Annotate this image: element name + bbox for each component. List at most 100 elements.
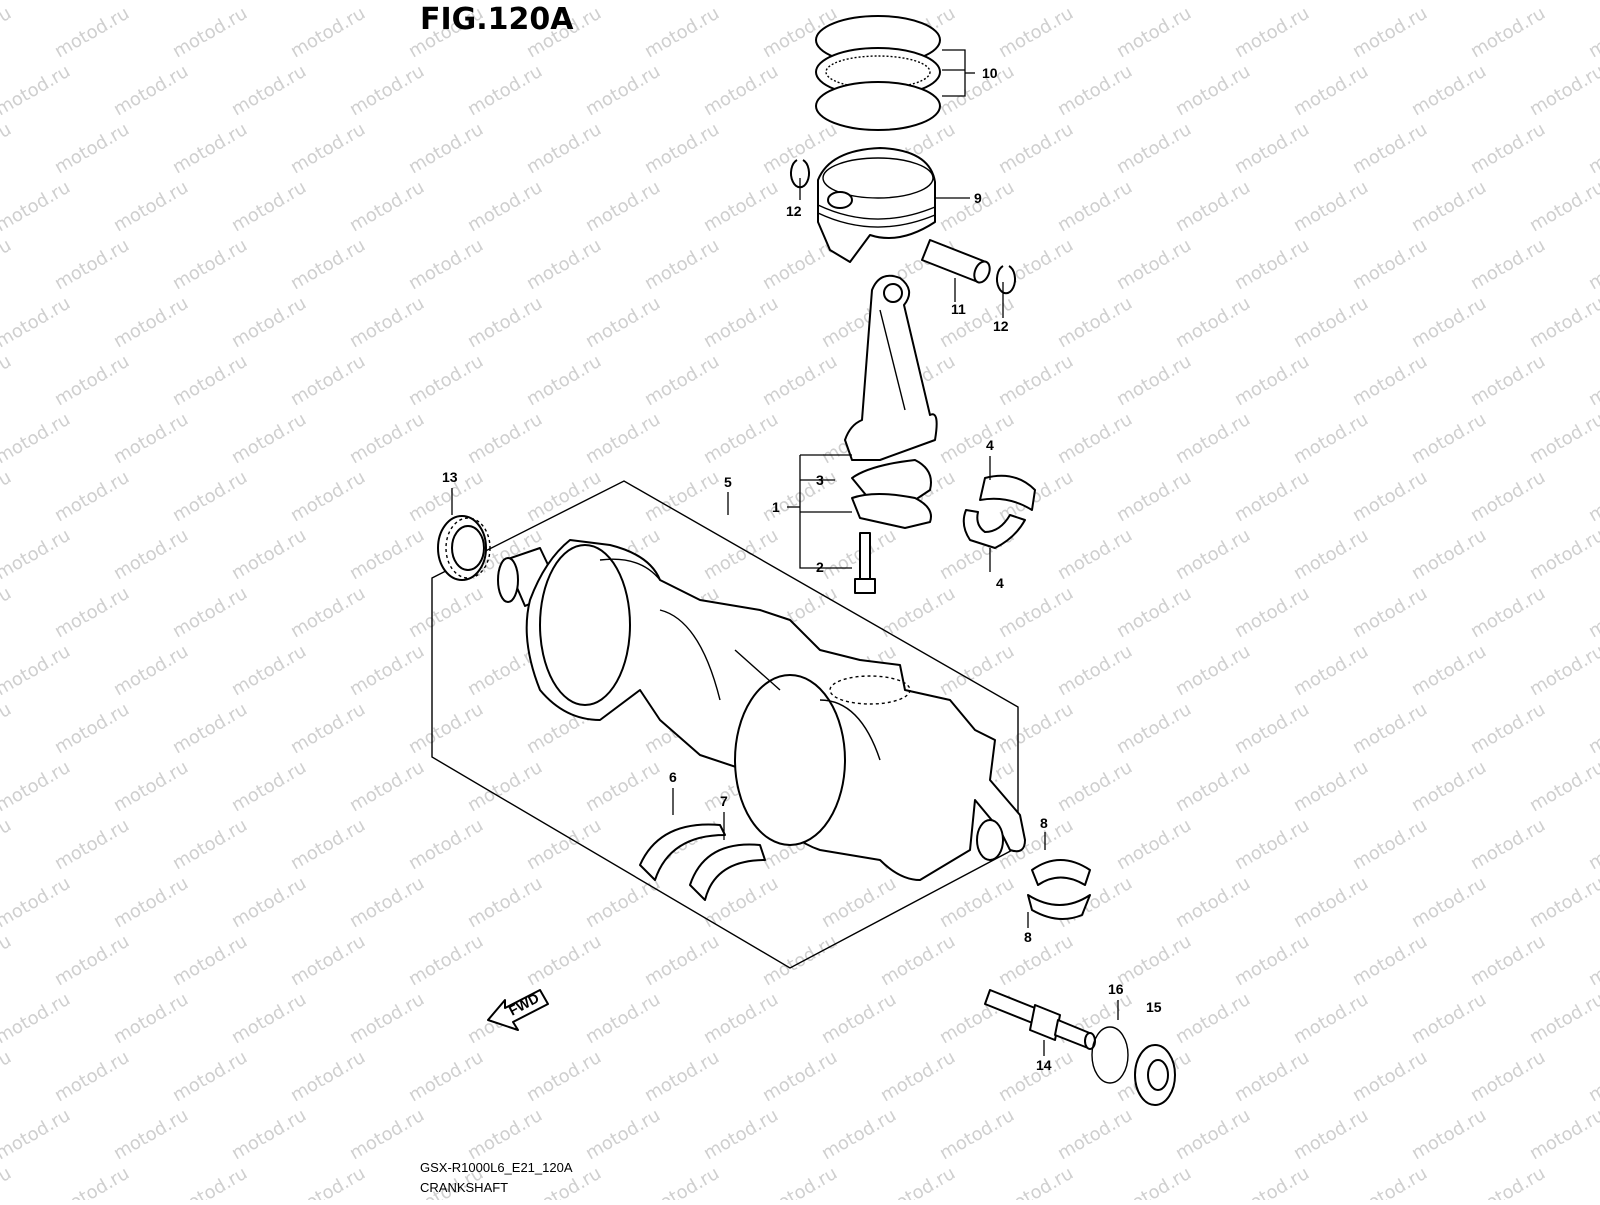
watermark-text: motod.ru (287, 931, 369, 990)
watermark-text: motod.ru (936, 641, 1018, 700)
watermark-text: motod.ru (1526, 873, 1600, 932)
watermark-text: motod.ru (464, 873, 546, 932)
callout-14: 14 (1036, 1057, 1052, 1073)
watermark-text: motod.ru (877, 1163, 959, 1200)
watermark-text: motod.ru (641, 235, 723, 294)
watermark-text: motod.ru (1349, 931, 1431, 990)
watermark-text: motod.ru (582, 989, 664, 1048)
watermark-text: motod.ru (995, 1047, 1077, 1106)
circlip-right (996, 265, 1016, 295)
watermark-text: motod.ru (1526, 989, 1600, 1048)
watermark-text: motod.ru (464, 757, 546, 816)
watermark-text: motod.ru (287, 235, 369, 294)
watermark-text: motod.ru (700, 409, 782, 468)
leader-lines (451, 49, 1119, 1056)
callout-6: 6 (669, 769, 677, 785)
watermark-text: motod.ru (464, 1105, 546, 1164)
watermark-text: motod.ru (759, 931, 841, 990)
watermark-text: motod.ru (1526, 757, 1600, 816)
watermark-text: motod.ru (0, 3, 15, 62)
watermark-text: motod.ru (936, 409, 1018, 468)
watermark-text: motod.ru (346, 409, 428, 468)
watermark-text: motod.ru (346, 641, 428, 700)
watermark-text: motod.ru (1054, 757, 1136, 816)
callout-10: 10 (982, 65, 998, 81)
watermark-text: motod.ru (1231, 699, 1313, 758)
watermark-text: motod.ru (1231, 1047, 1313, 1106)
watermark-text: motod.ru (995, 119, 1077, 178)
watermark-text: motod.ru (287, 583, 369, 642)
watermark-text: motod.ru (346, 1105, 428, 1164)
watermark-text: motod.ru (1231, 931, 1313, 990)
callout-16: 16 (1108, 981, 1124, 997)
watermark-text: motod.ru (582, 409, 664, 468)
watermark-text: motod.ru (523, 235, 605, 294)
figure-title: FIG.120A (420, 2, 574, 37)
watermark-text: motod.ru (1526, 177, 1600, 236)
main-bearings (1027, 859, 1091, 920)
connecting-rod (844, 274, 938, 529)
watermark-text: motod.ru (346, 873, 428, 932)
watermark-text: motod.ru (405, 235, 487, 294)
watermark-text: motod.ru (1113, 351, 1195, 410)
watermark-text: motod.ru (818, 989, 900, 1048)
watermark-text: motod.ru (0, 525, 74, 584)
watermark-text: motod.ru (995, 699, 1077, 758)
watermark-text: motod.ru (700, 177, 782, 236)
watermark-text: motod.ru (582, 293, 664, 352)
watermark-text: motod.ru (0, 0, 74, 4)
watermark-text: motod.ru (1408, 1105, 1490, 1164)
watermark-text: motod.ru (405, 1047, 487, 1106)
watermark-text: motod.ru (287, 815, 369, 874)
watermark-text: motod.ru (0, 931, 15, 990)
watermark-text: motod.ru (51, 699, 133, 758)
watermark-text: motod.ru (700, 61, 782, 120)
watermark-text: motod.ru (1408, 641, 1490, 700)
watermark-text: motod.ru (0, 1163, 15, 1200)
watermark-text: motod.ru (1408, 989, 1490, 1048)
watermark-text: motod.ru (169, 235, 251, 294)
watermark-text: motod.ru (936, 177, 1018, 236)
watermark-text: motod.ru (1172, 409, 1254, 468)
watermark-text: motod.ru (0, 641, 74, 700)
watermark-text: motod.ru (51, 1047, 133, 1106)
watermark-text: motod.ru (1526, 525, 1600, 584)
watermark-text: motod.ru (287, 3, 369, 62)
watermark-text: motod.ru (877, 1047, 959, 1106)
watermark-text: motod.ru (346, 177, 428, 236)
watermark-text: motod.ru (582, 757, 664, 816)
watermark-text: motod.ru (228, 177, 310, 236)
watermark-text: motod.ru (287, 1163, 369, 1200)
watermark-text: motod.ru (1054, 177, 1136, 236)
watermark-text: motod.ru (1408, 61, 1490, 120)
watermark-text: motod.ru (110, 1105, 192, 1164)
oil-seal (1134, 1044, 1176, 1106)
watermark-text: motod.ru (0, 1047, 15, 1106)
watermark-text: motod.ru (1467, 3, 1549, 62)
watermark-text: motod.ru (995, 3, 1077, 62)
watermark-text: motod.ru (641, 1163, 723, 1200)
watermark-text: motod.ru (1231, 351, 1313, 410)
watermark-text: motod.ru (405, 931, 487, 990)
watermark-text: motod.ru (51, 235, 133, 294)
watermark-text: motod.ru (1467, 815, 1549, 874)
watermark-text: motod.ru (1054, 409, 1136, 468)
watermark-text: motod.ru (1290, 1105, 1372, 1164)
watermark-text: motod.ru (169, 119, 251, 178)
watermark-text: motod.ru (1526, 293, 1600, 352)
watermark-text: motod.ru (169, 815, 251, 874)
callout-4: 4 (996, 575, 1004, 591)
watermark-text: motod.ru (1172, 873, 1254, 932)
watermark-text: motod.ru (1113, 1163, 1195, 1200)
watermark-text: motod.ru (1467, 119, 1549, 178)
watermark-text: motod.ru (51, 815, 133, 874)
watermark-text: motod.ru (1231, 235, 1313, 294)
watermark-text: motod.ru (1290, 641, 1372, 700)
watermark-text: motod.ru (1231, 1163, 1313, 1200)
watermark-text: motod.ru (582, 61, 664, 120)
watermark-text: motod.ru (0, 351, 15, 410)
watermark-text: motod.ru (1349, 3, 1431, 62)
callout-5: 5 (724, 474, 732, 490)
callout-8: 8 (1040, 815, 1048, 831)
watermark-text: motod.ru (0, 583, 15, 642)
